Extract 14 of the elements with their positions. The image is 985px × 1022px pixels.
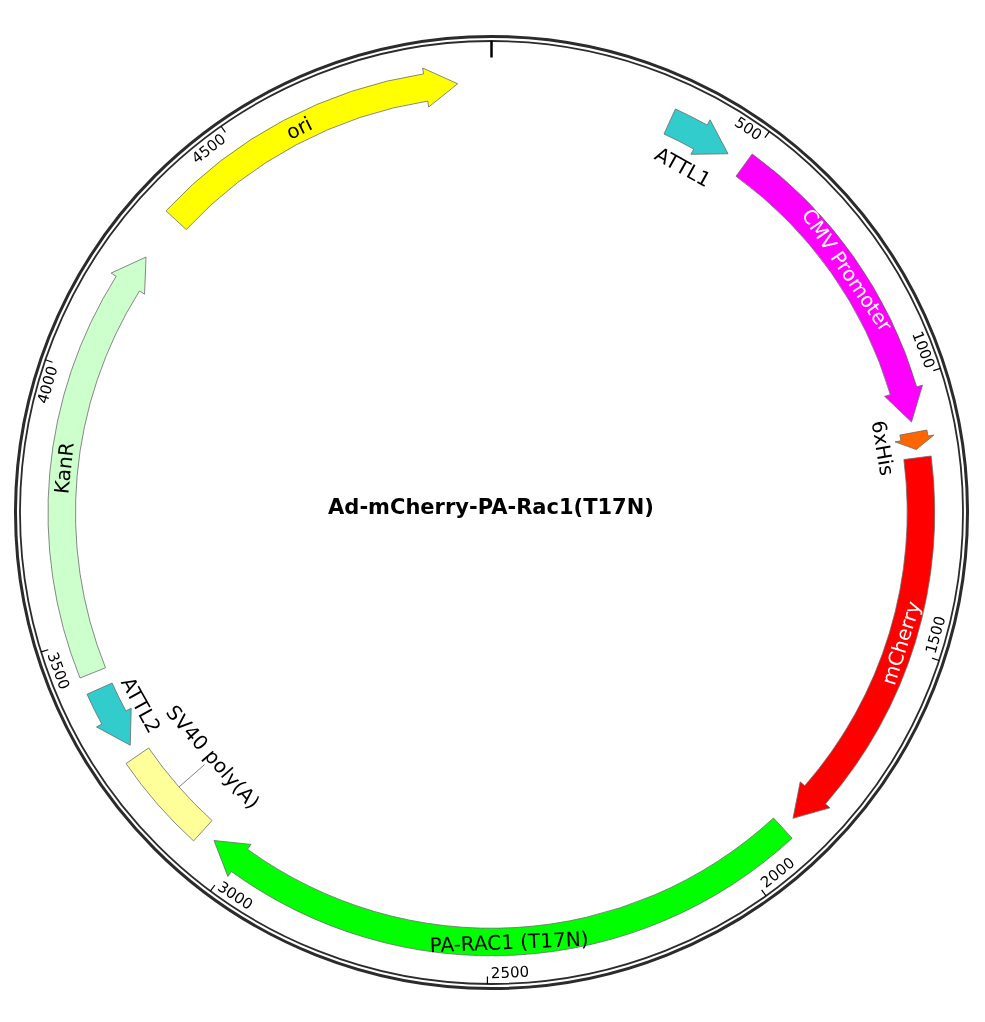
feature-label: ori	[282, 113, 316, 143]
position-label: 2500	[491, 964, 530, 982]
feature-label: 6xHis	[868, 419, 898, 478]
plasmid-feature	[165, 67, 459, 231]
leader-line	[178, 764, 205, 788]
position-label: 3500	[44, 650, 73, 692]
feature-label: KanR	[51, 440, 77, 495]
position-label: 1000	[909, 329, 937, 371]
position-label: 1500	[923, 614, 949, 656]
feature-label: PA-RAC1 (T17N)	[429, 928, 590, 956]
plasmid-feature	[213, 817, 794, 957]
position-label: 4000	[35, 364, 61, 406]
diagram-title: Ad-mCherry-PA-Rac1(T17N)	[328, 496, 654, 518]
position-label: 500	[731, 115, 765, 144]
